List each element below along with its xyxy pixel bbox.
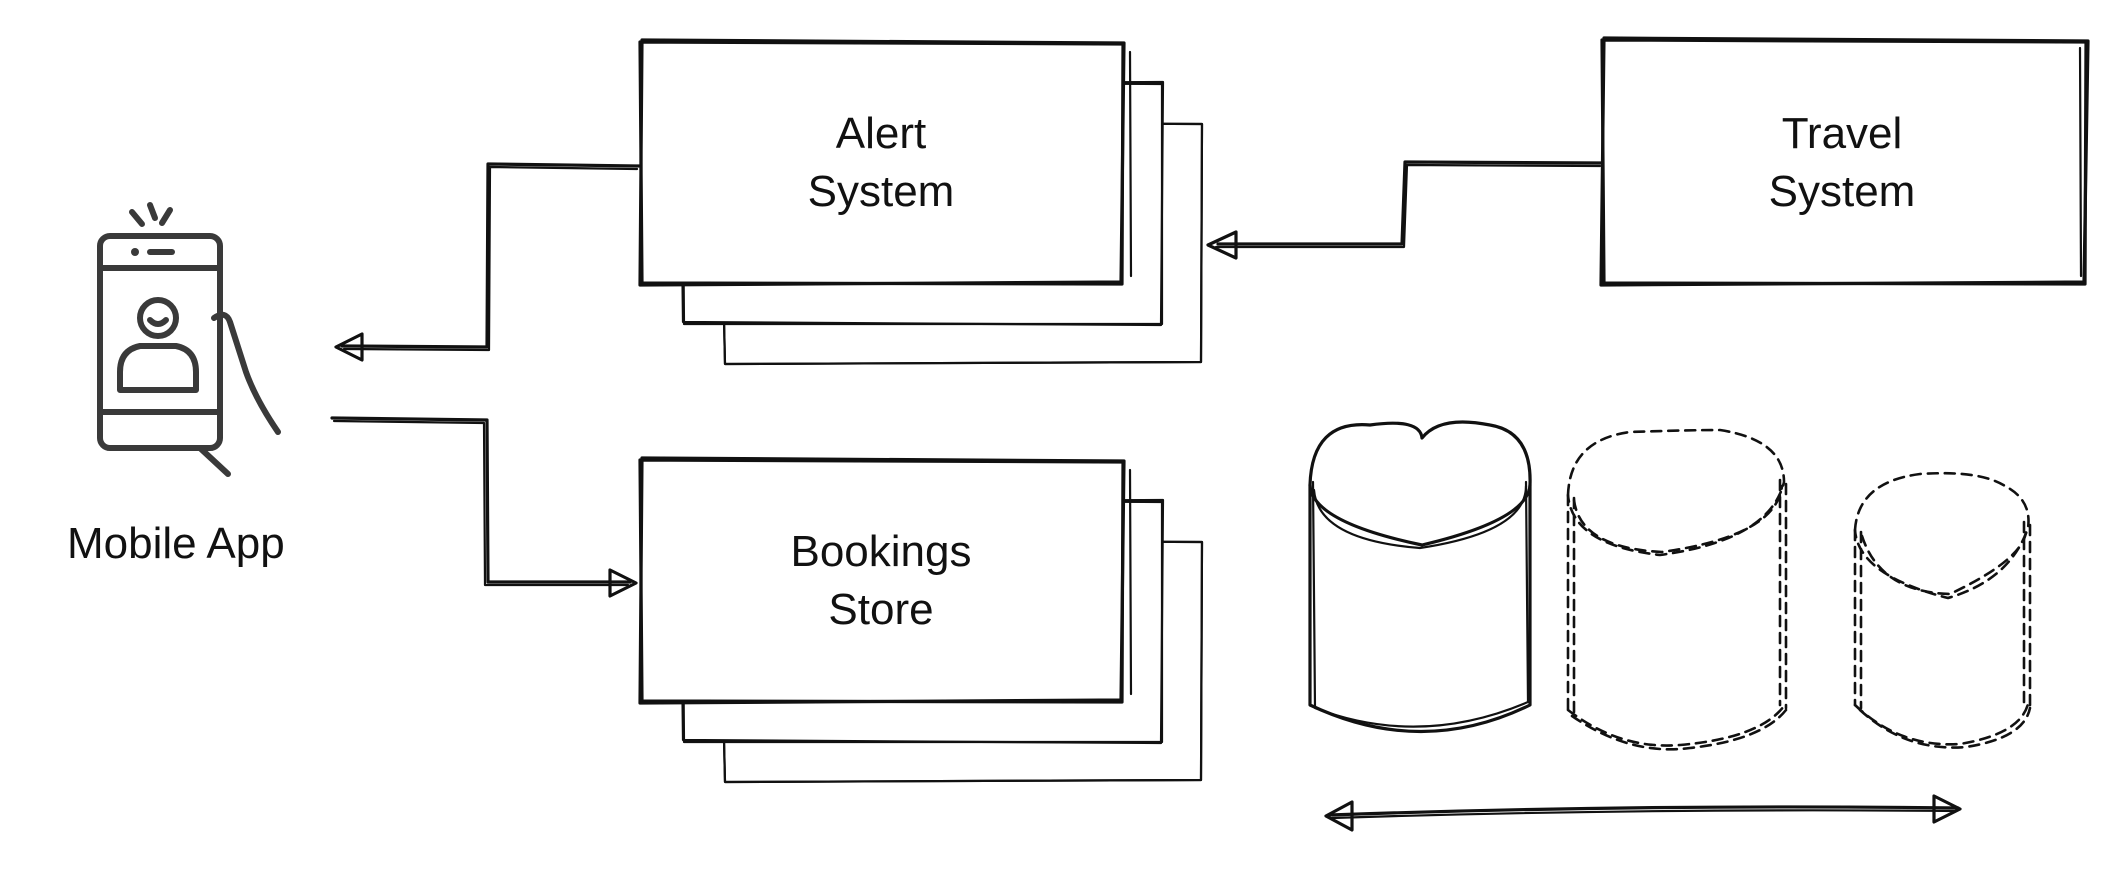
edge-alert-to-mobile [334,162,641,362]
mobile-app-label: Mobile App [67,519,285,568]
alert-system-label-line1: Alert [836,109,926,158]
bookings-store-node [638,456,1204,784]
database-dashed-icon [1566,428,1788,751]
alert-system-node [638,38,1204,366]
edge-mobile-to-bookings [330,416,638,598]
scaling-double-arrow [1324,794,1962,832]
travel-system-node [1599,36,2090,287]
database-dashed-small-icon [1853,471,2032,749]
smartphone-user-icon [97,202,281,477]
edge-travel-to-alert [1206,160,1603,260]
alert-system-label-line2: System [808,167,955,216]
database-solid-icon [1308,420,1532,734]
travel-system-label-line1: Travel [1782,109,1903,158]
bookings-store-label-line2: Store [828,585,933,634]
bookings-store-label-line1: Bookings [790,527,971,576]
travel-system-label-line2: System [1769,167,1916,216]
